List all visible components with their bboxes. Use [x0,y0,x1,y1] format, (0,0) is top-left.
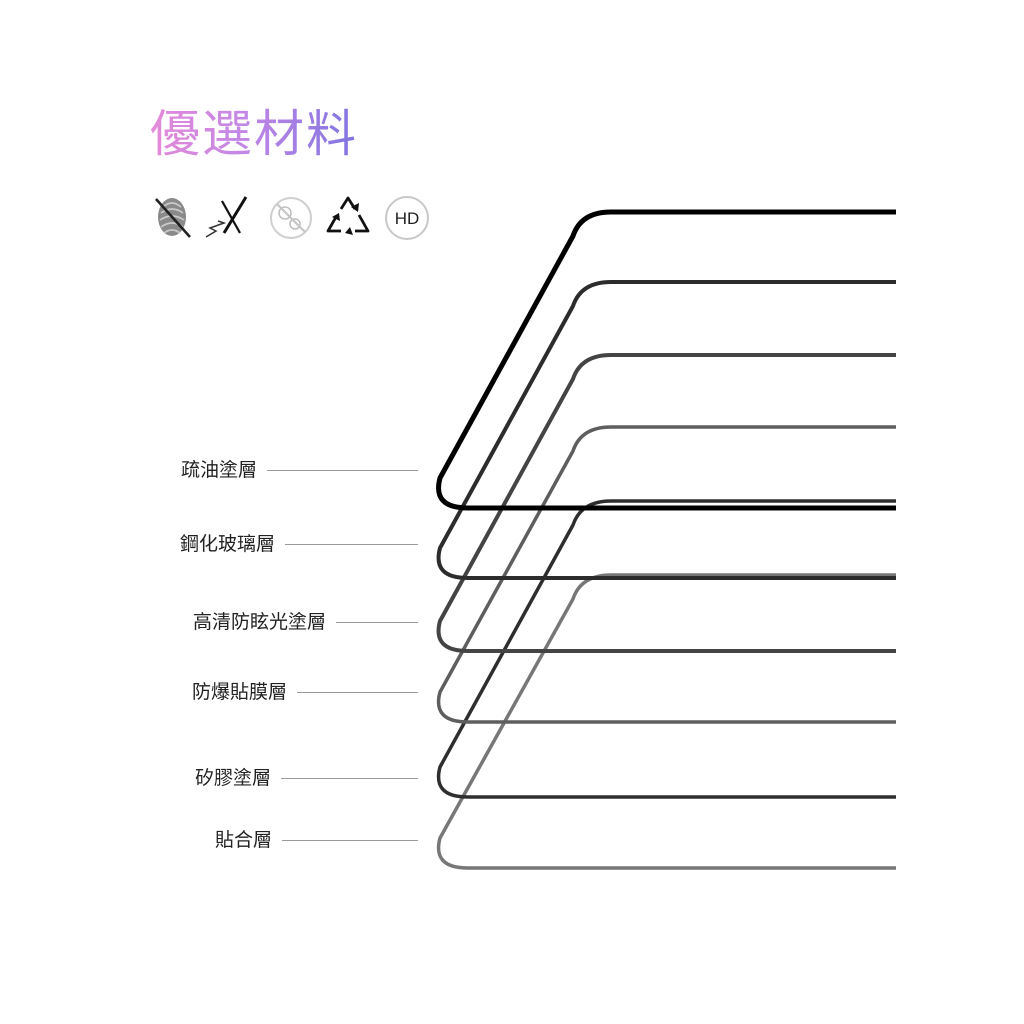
layer-label-5: 矽膠塗層 [194,767,271,789]
layer-label-2: 鋼化玻璃層 [179,533,275,555]
leader-line-3 [336,622,418,623]
layer-outline-3 [436,353,896,653]
leader-line-1 [267,470,418,471]
anti-bubble-icon [266,193,316,243]
section-title: 優選材料 [150,102,358,166]
anti-fingerprint-icon [150,193,200,243]
layer-outline-2 [436,280,896,580]
scratch-resistant-icon [202,193,252,243]
layer-label-1: 疏油塗層 [180,459,257,481]
layer-outline-5 [436,499,896,799]
leader-line-6 [282,840,418,841]
recycle-icon [323,193,373,243]
leader-line-2 [285,544,418,545]
layer-label-6: 貼合層 [214,829,272,851]
layer-label-3: 高清防眩光塗層 [192,611,326,633]
layer-outline-1 [436,209,896,511]
layer-outline-4 [436,425,896,724]
hd-icon: HD [382,193,432,243]
leader-line-5 [281,778,418,779]
hd-icon-label: HD [395,209,420,228]
layer-label-4: 防爆貼膜層 [191,681,287,703]
leader-line-4 [297,692,418,693]
